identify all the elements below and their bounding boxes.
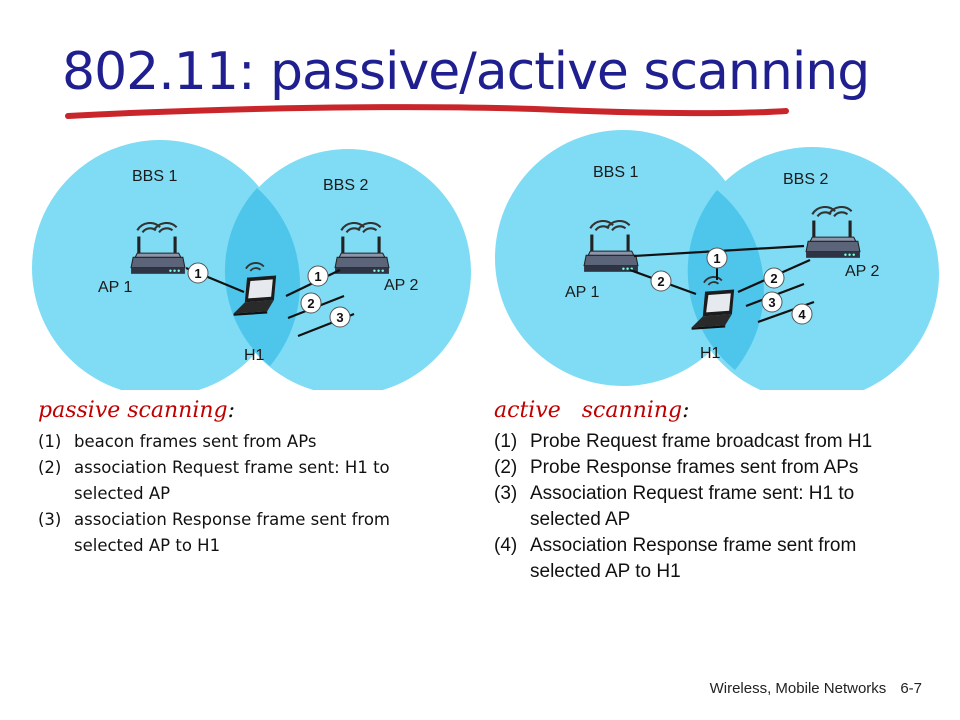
- active-scanning-panel: active scanning: (1) Probe Request frame …: [494, 398, 914, 585]
- ap1-label: AP 1: [98, 279, 133, 296]
- passive-steps-list: (1) beacon frames sent from APs (2) associ…: [38, 429, 458, 559]
- passive-heading-text: passive scanning: [38, 398, 228, 423]
- bss1-label: BBS 1: [132, 168, 177, 185]
- list-item-text: Association Response frame sent from sel…: [530, 535, 857, 582]
- step-badge-number: 3: [768, 295, 775, 310]
- step-badge: 1: [187, 262, 209, 284]
- title-underline: [65, 104, 789, 119]
- step-badge-number: 4: [798, 307, 806, 322]
- ap1-label: AP 1: [565, 284, 600, 301]
- passive-scanning-panel: passive scanning: (1) beacon frames sent …: [38, 398, 458, 559]
- active-heading-colon: :: [682, 398, 690, 423]
- active-scanning-heading: active scanning:: [494, 398, 914, 423]
- step-badge-number: 1: [713, 251, 720, 266]
- step-badge: 2: [300, 292, 322, 314]
- bss1-label: BBS 1: [593, 164, 638, 181]
- list-item: (4) Association Response frame sent from …: [494, 533, 914, 585]
- passive-scanning-heading: passive scanning:: [38, 398, 458, 423]
- step-badge: 1: [706, 247, 728, 269]
- active-scanning-diagram: BBS 1 BBS 2 AP 1 AP 2 H1 1 2 2 3 4: [495, 130, 939, 390]
- title-underline-stroke: [65, 104, 789, 119]
- list-item-number: (2): [494, 457, 518, 478]
- list-item-number: (3): [38, 510, 62, 529]
- list-item: (1) beacon frames sent from APs: [38, 429, 458, 455]
- slide-title: 802.11: passive/active scanning: [62, 42, 870, 102]
- footer-page-number: 6-7: [900, 680, 922, 697]
- step-badge-number: 1: [194, 266, 201, 281]
- h1-label: H1: [244, 347, 265, 364]
- list-item-number: (1): [494, 431, 518, 452]
- h1-label: H1: [700, 345, 721, 362]
- list-item-number: (2): [38, 458, 62, 477]
- step-badge: 4: [791, 303, 813, 325]
- list-item: (2) association Request frame sent: H1 to…: [38, 455, 458, 507]
- active-heading-text: active scanning: [494, 398, 683, 423]
- footer-course-title: Wireless, Mobile Networks: [709, 680, 887, 697]
- list-item-number: (3): [494, 483, 518, 504]
- step-badge-number: 2: [770, 271, 777, 286]
- list-item: (2) Probe Response frames sent from APs: [494, 455, 914, 481]
- step-badge: 2: [650, 270, 672, 292]
- list-item-text: Probe Response frames sent from APs: [530, 457, 859, 478]
- step-badge-number: 1: [314, 269, 321, 284]
- step-badge: 3: [329, 306, 351, 328]
- ap2-label: AP 2: [845, 263, 880, 280]
- list-item: (1) Probe Request frame broadcast from H1: [494, 429, 914, 455]
- list-item: (3) association Response frame sent from …: [38, 507, 458, 559]
- bss2-label: BBS 2: [323, 177, 368, 194]
- list-item-number: (4): [494, 535, 518, 556]
- list-item-text: association Request frame sent: H1 to se…: [74, 458, 390, 503]
- list-item-text: association Response frame sent from sel…: [74, 510, 390, 555]
- bss2-label: BBS 2: [783, 171, 828, 188]
- list-item-text: Probe Request frame broadcast from H1: [530, 431, 873, 452]
- step-badge-number: 3: [336, 310, 343, 325]
- step-badge: 3: [761, 291, 783, 313]
- step-badge: 1: [307, 265, 329, 287]
- passive-heading-colon: :: [227, 398, 236, 423]
- passive-scanning-diagram: BBS 1 BBS 2 AP 1 AP 2 H1 1 1 2 3: [32, 140, 471, 390]
- slide-footer: Wireless, Mobile Networks 6-7: [710, 680, 922, 697]
- list-item-text: beacon frames sent from APs: [74, 432, 317, 451]
- list-item: (3) Association Request frame sent: H1 to…: [494, 481, 914, 533]
- ap2-label: AP 2: [384, 277, 419, 294]
- list-item-number: (1): [38, 432, 62, 451]
- list-item-text: Association Request frame sent: H1 to se…: [530, 483, 855, 530]
- step-badge-number: 2: [657, 274, 664, 289]
- step-badge: 2: [763, 267, 785, 289]
- step-badge-number: 2: [307, 296, 314, 311]
- active-steps-list: (1) Probe Request frame broadcast from H1…: [494, 429, 914, 585]
